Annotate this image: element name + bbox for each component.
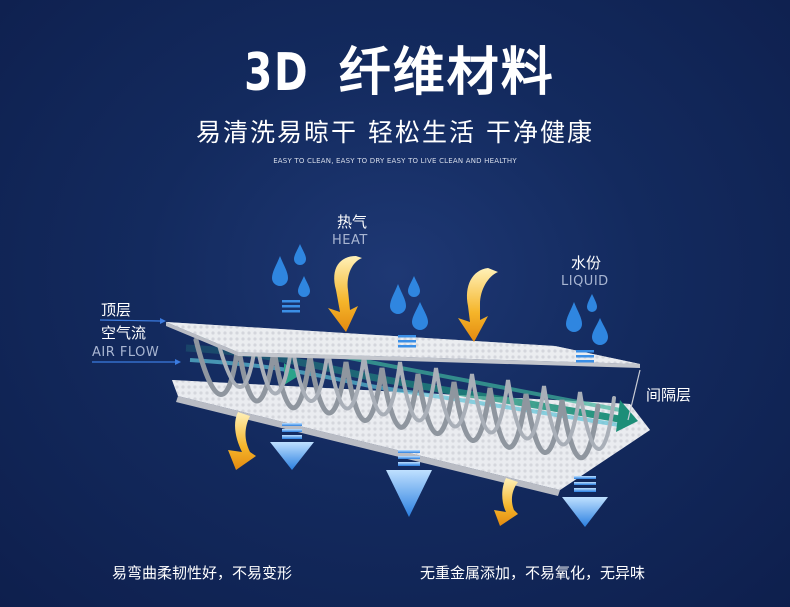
water-arrow-3 <box>562 476 608 527</box>
liquid-label: 水份 <box>571 254 602 272</box>
heat-label: 热气 <box>337 213 368 231</box>
drop-icon <box>587 294 597 312</box>
drop-icon <box>592 318 608 345</box>
heat-arrow-left <box>328 256 362 332</box>
water-drops <box>272 244 608 345</box>
subtitle: 易清洗易晾干 轻松生活 干净健康 <box>196 118 594 147</box>
airflow-label-en: AIR FLOW <box>92 345 160 360</box>
drop-icon <box>390 284 406 314</box>
title-text: 纤维材料 <box>338 43 555 103</box>
page-title: 3D 纤维材料 <box>0 30 790 105</box>
drop-icon <box>298 276 310 297</box>
heat-label-en: HEAT <box>332 233 368 248</box>
drop-icon <box>294 244 306 265</box>
water-bars-top <box>282 300 594 363</box>
pointer-lines <box>92 318 641 421</box>
water-arrow-2 <box>386 450 432 517</box>
title-3d: 3D <box>244 43 310 103</box>
top-layer-label: 顶层 <box>101 301 132 319</box>
airflow-label: 空气流 <box>101 324 147 342</box>
footer-feature-right: 无重金属添加，不易氧化，无异味 <box>420 564 646 582</box>
liquid-label-en: LIQUID <box>561 274 609 289</box>
drop-icon <box>412 302 428 330</box>
water-arrow-1 <box>270 423 314 470</box>
drop-icon <box>272 256 288 286</box>
top-layer <box>166 322 640 368</box>
spacer-fibers <box>193 332 616 461</box>
heat-arrow-bottom-right <box>494 478 518 526</box>
heat-arrow-bottom-left <box>228 412 256 470</box>
spacer-layer-label: 间隔层 <box>646 386 692 404</box>
drop-icon <box>408 276 420 297</box>
subtitle-en: EASY TO CLEAN, EASY TO DRY EASY TO LIVE … <box>273 157 517 165</box>
drop-icon <box>566 302 582 332</box>
footer-feature-left: 易弯曲柔韧性好，不易变形 <box>112 564 293 582</box>
heat-arrow-right <box>458 268 498 342</box>
